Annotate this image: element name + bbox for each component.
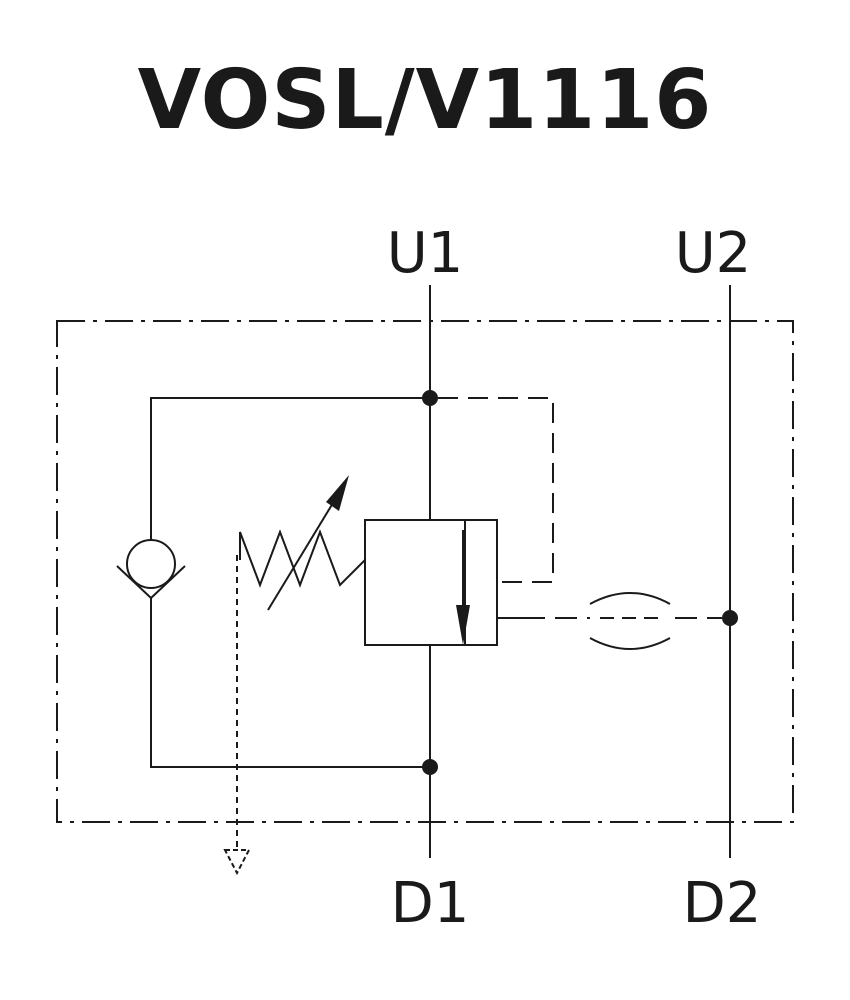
throttle-upper-arc (589, 592, 671, 605)
junction-dot-pilot (722, 610, 738, 626)
port-label-d1: D1 (391, 871, 470, 936)
diagram-title: VOSL/V1116 (137, 53, 713, 148)
port-label-u2: U2 (675, 221, 752, 286)
adjustment-arrow-shaft (267, 497, 337, 611)
adjustment-arrow-head-icon (326, 475, 349, 511)
spring-icon (239, 529, 366, 588)
check-valve-seat (116, 565, 186, 600)
junction-dot-lower (422, 759, 438, 775)
check-valve-ball (126, 539, 176, 589)
bypass-line-upper (150, 397, 430, 540)
pilot-line-upper (438, 397, 554, 583)
junction-dot-upper (422, 390, 438, 406)
drain-tank-icon (223, 849, 251, 876)
valve-body-boundary (56, 320, 794, 823)
relief-valve-block (364, 519, 498, 646)
bypass-line-lower (150, 598, 430, 768)
throttle-lower-arc (589, 637, 671, 650)
port-label-u1: U1 (387, 221, 464, 286)
port-label-d2: D2 (683, 871, 762, 936)
flow-arrow-head-icon (456, 605, 470, 645)
